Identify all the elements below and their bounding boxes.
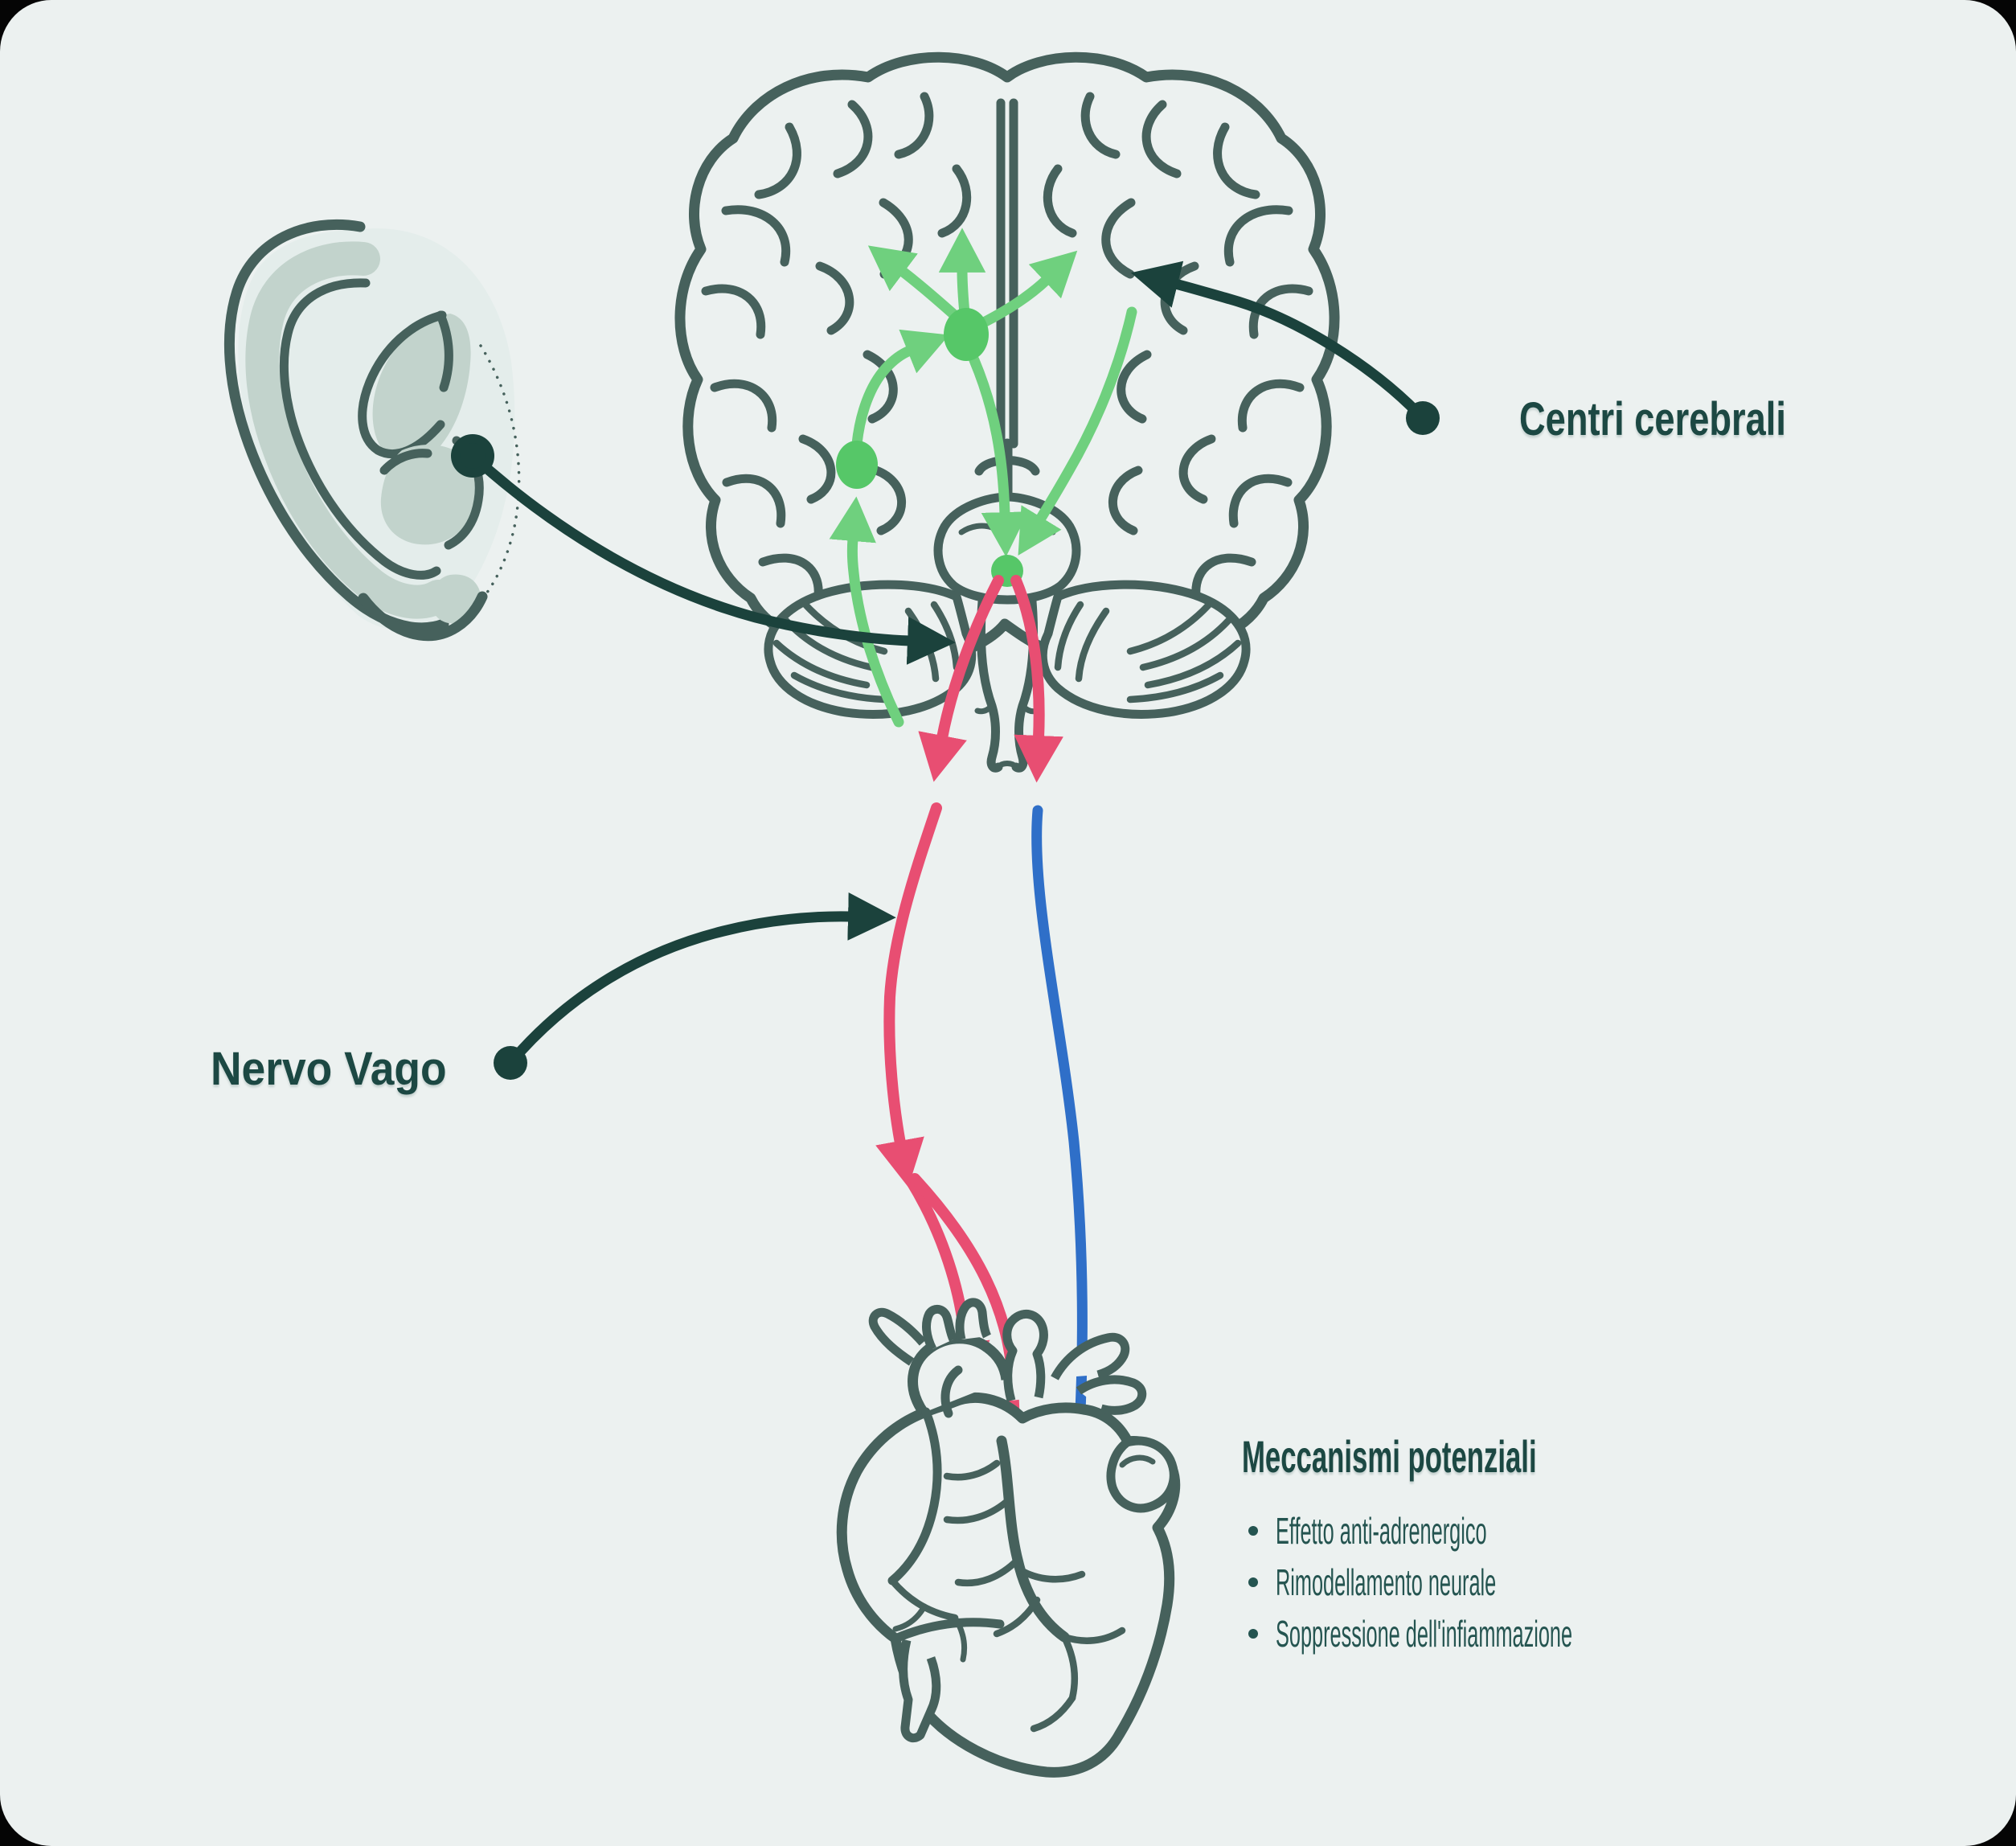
brain-centers-label: Centri cerebrali — [1519, 393, 1862, 446]
bullet-dot — [1248, 1629, 1258, 1639]
list-item: Rimodellamento neurale — [1242, 1557, 1815, 1608]
left-gyri — [701, 92, 972, 601]
ear-illustration — [223, 219, 521, 642]
green-node-left — [836, 441, 878, 489]
mechanisms-panel: Meccanismi potenziali Effetto anti-adren… — [1242, 1434, 1815, 1659]
afferent-vagus-fiber — [1031, 805, 1095, 1538]
brain-illustration — [674, 51, 1340, 773]
vagus-nerve-label: Nervo Vago — [211, 1043, 467, 1096]
ear-to-brainstem-connector — [451, 434, 956, 665]
brain-centers-label-text: Centri cerebrali — [1519, 393, 1786, 445]
mechanisms-list: Effetto anti-adrenergico Rimodellamento … — [1242, 1505, 1815, 1659]
cerebellum-right — [1038, 580, 1251, 719]
green-node-upper — [944, 308, 989, 361]
brain-centers-connector — [1130, 260, 1440, 435]
list-item: Soppressione dell'infiammazione — [1242, 1608, 1815, 1659]
list-item: Effetto anti-adrenergico — [1242, 1505, 1815, 1557]
vagus-nerve-label-text: Nervo Vago — [211, 1043, 447, 1095]
heart-illustration — [836, 1298, 1181, 1778]
right-gyri — [1043, 92, 1313, 601]
bullet-dot — [1248, 1526, 1258, 1536]
vagus-nerve-dot — [494, 1046, 527, 1080]
brain-centers-dot — [1406, 401, 1440, 435]
brain-activation-arrows — [829, 228, 1137, 728]
bullet-dot — [1248, 1577, 1258, 1587]
vagus-nerve-connector — [494, 892, 896, 1080]
mechanisms-title: Meccanismi potenziali — [1242, 1431, 1537, 1482]
